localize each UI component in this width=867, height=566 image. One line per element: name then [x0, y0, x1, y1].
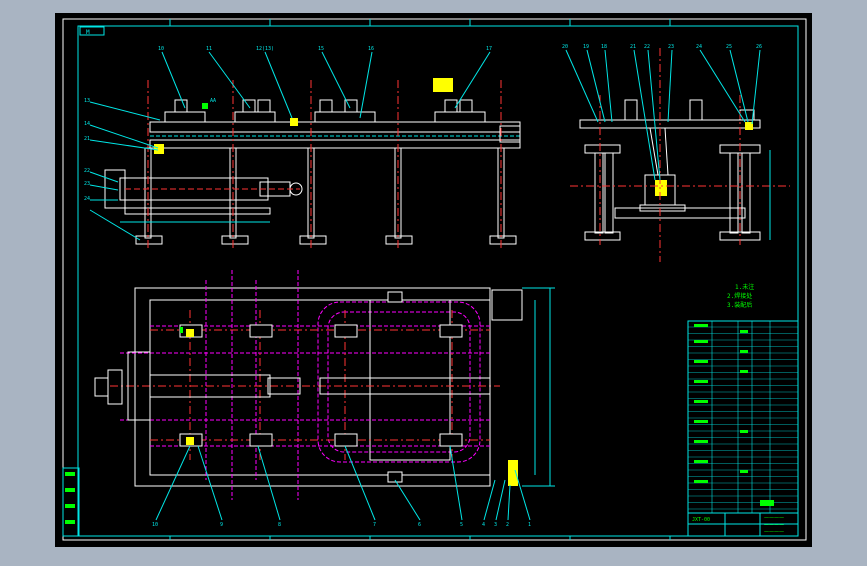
balloon-label: 4 — [482, 522, 485, 528]
balloon-label: 26 — [756, 44, 762, 50]
balloon-label: 1 — [528, 522, 531, 528]
balloon-label: 3 — [494, 522, 497, 528]
zone-mark-box — [79, 26, 105, 36]
balloon-label: 18 — [601, 44, 607, 50]
balloon-label: 2 — [506, 522, 509, 528]
inner-frame — [77, 25, 799, 537]
balloon-label: 20 — [562, 44, 568, 50]
svg-text:1.未注: 1.未注 — [735, 283, 754, 291]
highlight-marker — [186, 329, 518, 486]
highlight-marker — [655, 180, 667, 196]
highlight-marker — [745, 122, 753, 130]
callout-label: 22 — [84, 168, 90, 174]
callout-label: 13 — [84, 98, 90, 104]
balloon-label: 9 — [220, 522, 223, 528]
balloon-label: 10 — [158, 46, 164, 52]
drawing-code: JXT-00 — [692, 517, 710, 523]
balloon-label: 7 — [373, 522, 376, 528]
drawing-canvas[interactable] — [55, 13, 812, 547]
balloon-label: 17 — [486, 46, 492, 52]
dimension-label: AA — [210, 98, 216, 104]
svg-text:2.焊接处: 2.焊接处 — [727, 292, 752, 300]
balloon-label: 10 — [152, 522, 158, 528]
balloon-label: 24 — [696, 44, 702, 50]
zone-mark-label: M — [86, 29, 90, 36]
balloon-label: 6 — [418, 522, 421, 528]
callout-label: 14 — [84, 121, 90, 127]
balloon-label: 19 — [583, 44, 589, 50]
highlight-marker — [180, 327, 183, 333]
balloon-label: 11 — [206, 46, 212, 52]
callout-label: 23 — [84, 181, 90, 187]
svg-text:3.装配后: 3.装配后 — [727, 301, 752, 309]
technical-notes: 1.未注 2.焊接处 3.装配后 — [727, 283, 754, 309]
front-view[interactable]: 10 11 12(13) 15 16 17 13 14 21 22 23 24 … — [84, 46, 521, 250]
highlight-marker — [433, 78, 453, 92]
callout-label: 24 — [84, 196, 90, 202]
balloon-label: 22 — [644, 44, 650, 50]
revision-strip — [62, 467, 80, 537]
balloon-label: 12(13) — [256, 46, 274, 52]
side-view[interactable]: 20 19 18 21 22 23 24 25 26 — [562, 44, 790, 262]
balloon-label: 5 — [460, 522, 463, 528]
callout-label: 21 — [84, 136, 90, 142]
balloon-label: 16 — [368, 46, 374, 52]
parts-list — [687, 320, 799, 514]
highlight-marker — [154, 144, 164, 154]
highlight-marker — [290, 118, 298, 126]
highlight-marker — [202, 103, 208, 109]
plan-view[interactable]: 10 9 8 7 6 5 4 3 2 1 — [94, 270, 555, 528]
balloon-label: 8 — [278, 522, 281, 528]
title-row: 一一一一 — [764, 523, 784, 529]
zone-ticks — [169, 19, 671, 540]
title-block: JXT-00 一一一一 一一一一 一一一一 — [687, 512, 799, 537]
balloon-label: 23 — [668, 44, 674, 50]
title-row: 一一一一 — [764, 530, 784, 536]
title-row: 一一一一 — [764, 516, 784, 522]
sheet-border — [62, 18, 807, 541]
balloon-label: 15 — [318, 46, 324, 52]
balloon-label: 21 — [630, 44, 636, 50]
balloon-label: 25 — [726, 44, 732, 50]
